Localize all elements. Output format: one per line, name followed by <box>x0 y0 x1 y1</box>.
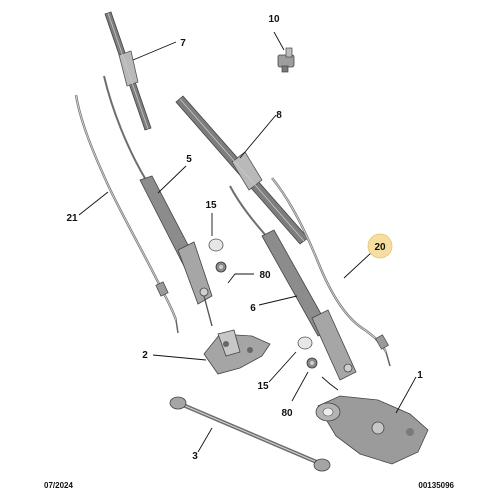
callout-3: 3 <box>192 451 198 462</box>
part-15-cap-lower <box>297 336 313 350</box>
callout-80-lower: 80 <box>281 408 293 419</box>
part-8-wiper-blade <box>175 95 309 245</box>
callout-20: 20 <box>374 242 386 253</box>
callout-15-upper: 15 <box>205 200 217 211</box>
part-2-pivot-bracket <box>203 329 271 375</box>
callout-21: 21 <box>66 213 78 224</box>
callout-2: 2 <box>142 350 148 361</box>
callout-10: 10 <box>268 14 280 25</box>
part-80-nut-upper <box>215 261 227 273</box>
part-1-wiper-motor <box>315 395 429 465</box>
callout-8: 8 <box>276 110 282 121</box>
callout-15-lower: 15 <box>257 381 269 392</box>
part-3-linkage-rod <box>169 396 331 472</box>
footer-code: 00135096 <box>418 481 454 490</box>
callout-5: 5 <box>186 154 192 165</box>
callout-7: 7 <box>180 38 186 49</box>
part-6-wiper-arm <box>229 185 357 381</box>
part-5-wiper-arm <box>103 75 213 327</box>
callout-1: 1 <box>417 370 423 381</box>
part-80-nut-lower <box>306 357 318 369</box>
callout-20-highlight <box>367 233 393 259</box>
part-20-washer-hose <box>271 177 391 367</box>
part-7-wiper-blade <box>104 11 152 131</box>
leader-lines <box>78 31 417 453</box>
callout-80-upper: 80 <box>259 270 271 281</box>
part-10-connector <box>277 47 295 73</box>
callout-6: 6 <box>250 303 256 314</box>
footer-date: 07/2024 <box>44 481 73 490</box>
part-21-washer-hose <box>74 94 179 334</box>
part-15-cap-upper <box>208 238 224 252</box>
